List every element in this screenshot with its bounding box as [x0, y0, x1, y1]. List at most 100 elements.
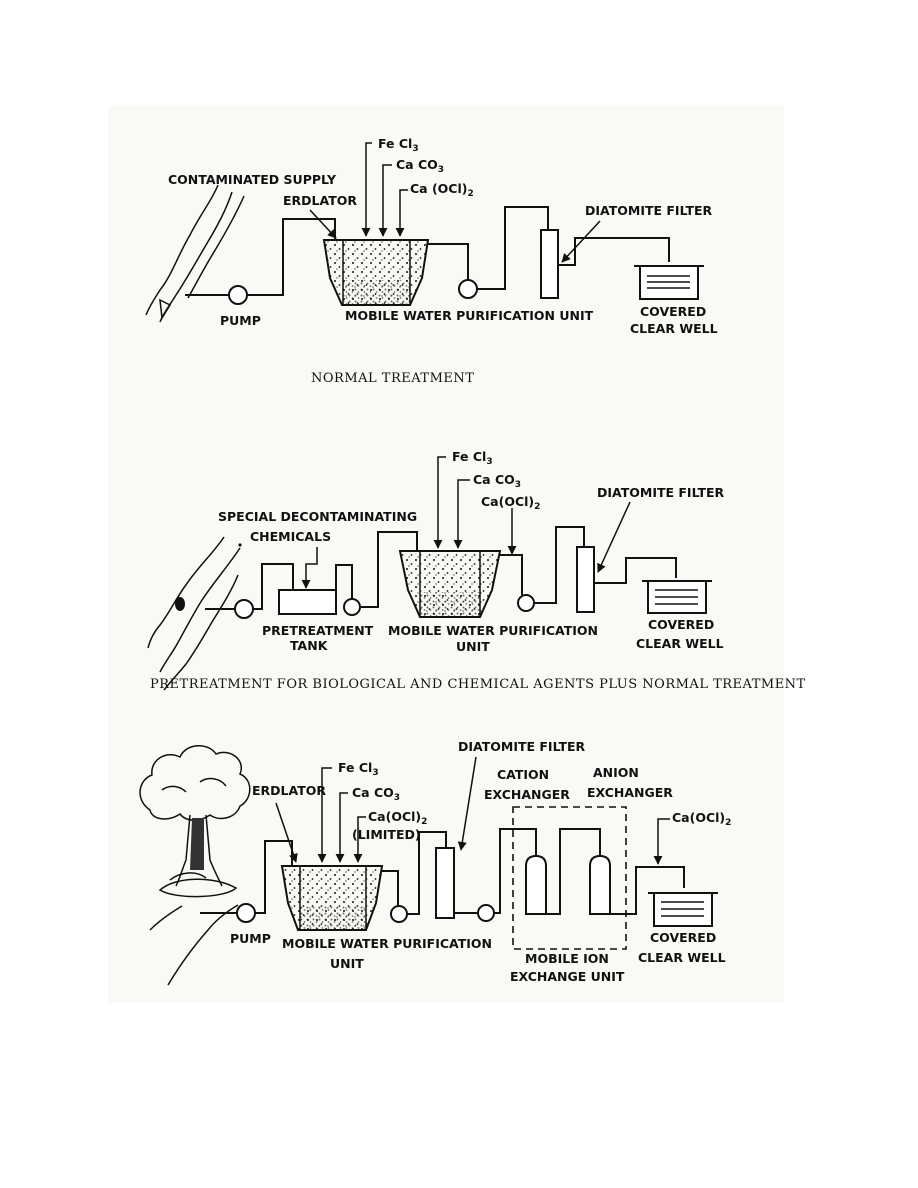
- label-caocl2: Ca (OCl)2: [410, 181, 474, 199]
- erdlator-basin-3: [280, 865, 384, 931]
- label-purification-unit-3b: UNIT: [330, 956, 364, 971]
- label-clear-well-2a: COVERED: [648, 617, 714, 632]
- pump-icon: [228, 285, 248, 305]
- feed-special-chemicals: [301, 547, 318, 589]
- feed-fecl3-3: [317, 767, 332, 863]
- label-pretreatment-tank-2: TANK: [290, 638, 329, 653]
- pipe-to-filter-3: [407, 831, 447, 915]
- label-clear-well-1: COVERED: [640, 304, 706, 319]
- label-erdlator: ERDLATOR: [283, 193, 357, 208]
- label-purification-unit-2a: MOBILE WATER PURIFICATION: [388, 623, 598, 638]
- label-diatomite-filter-2: DIATOMITE FILTER: [597, 485, 725, 500]
- diatomite-filter-3: [435, 847, 455, 919]
- mushroom-cloud: [139, 745, 251, 986]
- pipe-to-filter: [477, 206, 549, 290]
- label-clear-well-3a: COVERED: [650, 930, 716, 945]
- caption-pretreatment: PRETREATMENT FOR BIOLOGICAL AND CHEMICAL…: [150, 677, 806, 692]
- label-caco3-3: Ca CO3: [352, 785, 400, 803]
- feed-caco3: [378, 164, 392, 237]
- river-source-2: [147, 536, 242, 691]
- label-ion-unit-2: EXCHANGE UNIT: [510, 969, 625, 984]
- label-clear-well-3b: CLEAR WELL: [638, 950, 726, 965]
- label-special-chemicals-2: CHEMICALS: [250, 529, 331, 544]
- pipe-to-clear-well: [558, 237, 670, 266]
- pipe-erdlator-out-2: [500, 554, 523, 595]
- label-special-chemicals-1: SPECIAL DECONTAMINATING: [218, 509, 417, 524]
- label-cation-1: CATION: [497, 767, 549, 782]
- label-diatomite-filter: DIATOMITE FILTER: [585, 203, 713, 218]
- pump-3-icon: [234, 599, 254, 619]
- label-fecl3: Fe Cl3: [378, 136, 419, 154]
- panel-normal-treatment: CONTAMINATED SUPPLY PUMP ERDLATOR Fe Cl3…: [145, 136, 718, 386]
- label-clear-well-2: CLEAR WELL: [630, 321, 718, 336]
- label-caocl2-3: Ca(OCl)2: [368, 809, 427, 827]
- feed-fecl3: [361, 142, 372, 237]
- panel-ion-exchange: PUMP ERDLATOR Fe Cl3 Ca CO3 Ca(OCl)2 (LI…: [139, 739, 731, 986]
- pipe-cation-to-anion: [546, 828, 601, 915]
- feed-fecl3-2: [433, 456, 446, 549]
- pipe-to-cation: [494, 828, 537, 914]
- label-limited: (LIMITED): [352, 827, 421, 842]
- pipe-pump-to-erdlator: [247, 218, 336, 296]
- river-source: [145, 184, 245, 323]
- label-fecl3-2: Fe Cl3: [452, 449, 493, 467]
- feed-caocl2-final: [653, 818, 670, 865]
- filter-pointer-3: [457, 756, 477, 851]
- pretreatment-tank: [278, 589, 337, 615]
- clear-well-tank-3: [648, 892, 718, 927]
- erdlator-basin-2: [398, 550, 502, 618]
- filter-pointer-2: [597, 501, 631, 573]
- pipe-erdlator-out: [428, 243, 469, 280]
- diatomite-filter: [540, 229, 559, 299]
- clear-well-tank: [634, 265, 704, 300]
- pump-6-icon: [236, 903, 256, 923]
- pipe-erdlator-out-3: [382, 870, 399, 906]
- filter-pointer: [561, 220, 601, 263]
- label-purification-unit-3a: MOBILE WATER PURIFICATION: [282, 936, 492, 951]
- label-pump: PUMP: [220, 313, 261, 328]
- erdlator-pointer-3: [275, 802, 298, 863]
- pump-7-icon: [390, 905, 408, 923]
- feed-caocl2: [395, 189, 408, 237]
- label-pump-3: PUMP: [230, 931, 271, 946]
- clear-well-tank-2: [642, 580, 712, 614]
- label-erdlator-3: ERDLATOR: [252, 783, 326, 798]
- pump-4-icon: [343, 598, 361, 616]
- pump-2-icon: [458, 279, 478, 299]
- label-caocl2-2: Ca(OCl)2: [481, 494, 540, 512]
- label-pretreatment-tank-1: PRETREATMENT: [262, 623, 374, 638]
- label-purification-unit: MOBILE WATER PURIFICATION UNIT: [345, 308, 594, 323]
- pipe-to-clear-well-2: [594, 557, 677, 584]
- feed-caocl2-3: [353, 816, 366, 863]
- feed-caco3-3: [335, 792, 348, 863]
- label-caco3-2: Ca CO3: [473, 472, 521, 490]
- ion-exchange-unit-boundary: [512, 806, 627, 950]
- label-caocl2-final: Ca(OCl)2: [672, 810, 731, 828]
- label-cation-2: EXCHANGER: [484, 787, 570, 802]
- diatomite-filter-2: [576, 546, 595, 613]
- pump-5-icon: [517, 594, 535, 612]
- label-anion-2: EXCHANGER: [587, 785, 673, 800]
- pump-8-icon: [477, 904, 495, 922]
- label-caco3: Ca CO3: [396, 157, 444, 175]
- pipe-to-filter-2: [534, 526, 585, 604]
- anion-exchanger-vessel: [589, 854, 611, 915]
- erdlator-basin: [322, 239, 430, 306]
- pipe-to-clear-well-3: [610, 866, 685, 915]
- erdlator-pointer: [309, 209, 337, 239]
- pipe-to-pretreatment: [253, 563, 294, 610]
- label-contaminated-supply: CONTAMINATED SUPPLY: [168, 172, 337, 187]
- label-clear-well-2b: CLEAR WELL: [636, 636, 724, 651]
- feed-caco3-2: [453, 479, 470, 549]
- pipe-tank-out: [335, 564, 353, 601]
- label-purification-unit-2b: UNIT: [456, 639, 490, 654]
- label-ion-unit-1: MOBILE ION: [525, 951, 609, 966]
- caption-normal-treatment: NORMAL TREATMENT: [311, 371, 474, 386]
- label-diatomite-filter-3: DIATOMITE FILTER: [458, 739, 586, 754]
- pipe-to-erdlator-2: [360, 531, 418, 608]
- label-fecl3-3: Fe Cl3: [338, 760, 379, 778]
- label-anion-1: ANION: [593, 765, 639, 780]
- panel-pretreatment: SPECIAL DECONTAMINATING CHEMICALS PRETRE…: [147, 449, 806, 692]
- cation-exchanger-vessel: [525, 854, 547, 915]
